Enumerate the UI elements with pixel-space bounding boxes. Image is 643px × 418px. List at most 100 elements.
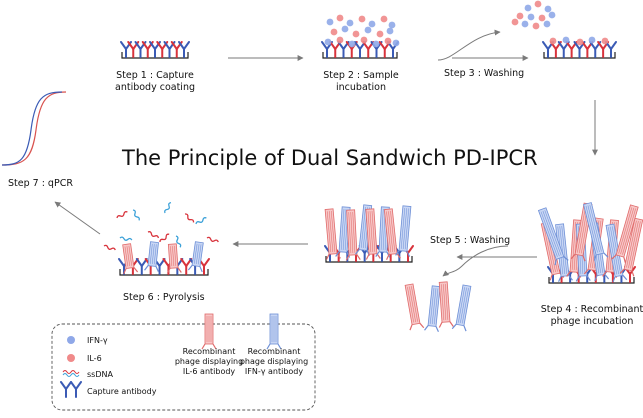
phage-il6 bbox=[122, 243, 139, 275]
legend-phage-ifn-line3: IFN-γ antibody bbox=[245, 367, 303, 376]
antigen bbox=[368, 20, 376, 28]
antigen bbox=[352, 30, 360, 38]
legend-capture-swatch bbox=[60, 381, 82, 398]
legend-phage-ifn-line1: Recombinant bbox=[248, 347, 301, 356]
antigen bbox=[511, 18, 519, 26]
step5-label: Step 5 : Washing bbox=[430, 235, 510, 246]
antigen bbox=[336, 36, 344, 44]
qpcr-curves bbox=[1, 91, 67, 166]
svg-text:antibody coating: antibody coating bbox=[115, 82, 195, 93]
qpcr-curve-red bbox=[1, 91, 67, 166]
antigen bbox=[324, 38, 332, 46]
antigen bbox=[358, 15, 366, 23]
phage-ifn bbox=[144, 241, 159, 272]
antigen bbox=[516, 12, 524, 20]
antigen bbox=[392, 39, 400, 47]
antigen bbox=[341, 25, 349, 33]
ssdna-fragment bbox=[206, 236, 219, 243]
antigen bbox=[534, 0, 542, 8]
antigen bbox=[388, 21, 396, 29]
phage-il6 bbox=[619, 217, 643, 277]
released-ssdna-step6 bbox=[103, 201, 219, 251]
qpcr-curve-blue bbox=[1, 91, 63, 166]
antigen bbox=[326, 18, 334, 26]
antigen bbox=[549, 37, 557, 45]
antigen bbox=[521, 20, 529, 28]
legend-phage-il6-swatch bbox=[201, 313, 217, 350]
antigen bbox=[532, 22, 540, 30]
antigen bbox=[527, 13, 535, 21]
legend-capture-blue bbox=[60, 381, 72, 398]
capture-antibody bbox=[354, 41, 366, 58]
flow-arrows bbox=[54, 29, 598, 277]
phage-il6 bbox=[324, 208, 341, 260]
svg-text:phage incubation: phage incubation bbox=[551, 316, 634, 327]
ssdna-fragment bbox=[184, 213, 195, 223]
step6-label: Step 6 : Pyrolysis bbox=[123, 292, 205, 303]
arrow-6-to-7 bbox=[54, 201, 101, 235]
legend-phage-red bbox=[201, 313, 217, 350]
legend-capture-blue bbox=[70, 381, 82, 398]
ssdna-fragment bbox=[116, 211, 128, 219]
capture-antibody bbox=[135, 258, 148, 275]
legend-capture-label: Capture antibody bbox=[87, 387, 157, 396]
arrow-wash-5 bbox=[442, 245, 509, 277]
step1-label: Step 1 : Capture antibody coating bbox=[115, 70, 195, 93]
step4-label: Step 4 : Recombinant phage incubation bbox=[541, 304, 643, 327]
diagram-title: The Principle of Dual Sandwich PD-IPCR bbox=[121, 146, 538, 170]
ssdna-fragment bbox=[147, 231, 160, 239]
antigen bbox=[386, 27, 394, 35]
well-plate bbox=[548, 277, 635, 284]
washed-phages-step5 bbox=[404, 281, 472, 332]
svg-text:Step 1 : Capture: Step 1 : Capture bbox=[116, 70, 194, 81]
ssdna-fragment bbox=[119, 236, 133, 241]
ssdna-fragment bbox=[175, 235, 182, 248]
phage-ifn bbox=[424, 285, 441, 332]
phage-il6 bbox=[404, 283, 425, 331]
plate-step5 bbox=[324, 204, 414, 263]
antigen bbox=[380, 15, 388, 23]
antigen bbox=[376, 30, 384, 38]
phage-ifn bbox=[187, 241, 204, 273]
phage-il6 bbox=[438, 281, 454, 328]
capture-antibody bbox=[178, 41, 190, 58]
sample-antigens-step2 bbox=[324, 14, 400, 48]
legend: IFN-γ IL-6 ssDNA Capture antibody Recomb… bbox=[60, 313, 308, 398]
antigen bbox=[336, 14, 344, 22]
legend-ssdna-label: ssDNA bbox=[87, 370, 113, 379]
svg-text:incubation: incubation bbox=[336, 82, 386, 93]
plate-step4 bbox=[537, 202, 643, 284]
step3-label: Step 3 : Washing bbox=[444, 68, 524, 79]
ssdna-fragment bbox=[132, 209, 140, 221]
legend-phage-ifn-line2: phage displaying bbox=[240, 357, 308, 366]
antigen bbox=[384, 37, 392, 45]
antigen bbox=[524, 4, 532, 12]
svg-text:Step 4 : Recombinant: Step 4 : Recombinant bbox=[541, 304, 643, 315]
antigen bbox=[548, 11, 556, 19]
well-plate bbox=[119, 269, 209, 276]
antigen bbox=[543, 20, 551, 28]
phage-ifn bbox=[451, 284, 472, 332]
capture-antibody bbox=[180, 258, 193, 275]
phage-il6 bbox=[611, 204, 639, 263]
antigen bbox=[538, 14, 546, 22]
ssdna-fragment bbox=[159, 233, 170, 243]
phage-il6 bbox=[365, 208, 381, 260]
svg-text:Step 2 : Sample: Step 2 : Sample bbox=[323, 70, 399, 81]
capture-antibody bbox=[362, 41, 375, 58]
antigen bbox=[360, 36, 368, 44]
legend-ifn-label: IFN-γ bbox=[87, 336, 108, 345]
capture-antibody bbox=[329, 41, 342, 58]
legend-phage-il6-line1: Recombinant bbox=[183, 347, 236, 356]
ssdna-fragment bbox=[103, 244, 116, 251]
phage-il6 bbox=[166, 243, 182, 274]
legend-phage-il6-line2: phage displaying bbox=[175, 357, 243, 366]
antigen bbox=[348, 40, 356, 48]
arrow-wash-3 bbox=[437, 29, 501, 61]
antigen bbox=[372, 40, 380, 48]
antigen bbox=[544, 5, 552, 13]
legend-phage-il6-line3: IL-6 antibody bbox=[183, 367, 236, 376]
plate-step1 bbox=[120, 41, 190, 59]
phage-ifn bbox=[537, 207, 569, 266]
